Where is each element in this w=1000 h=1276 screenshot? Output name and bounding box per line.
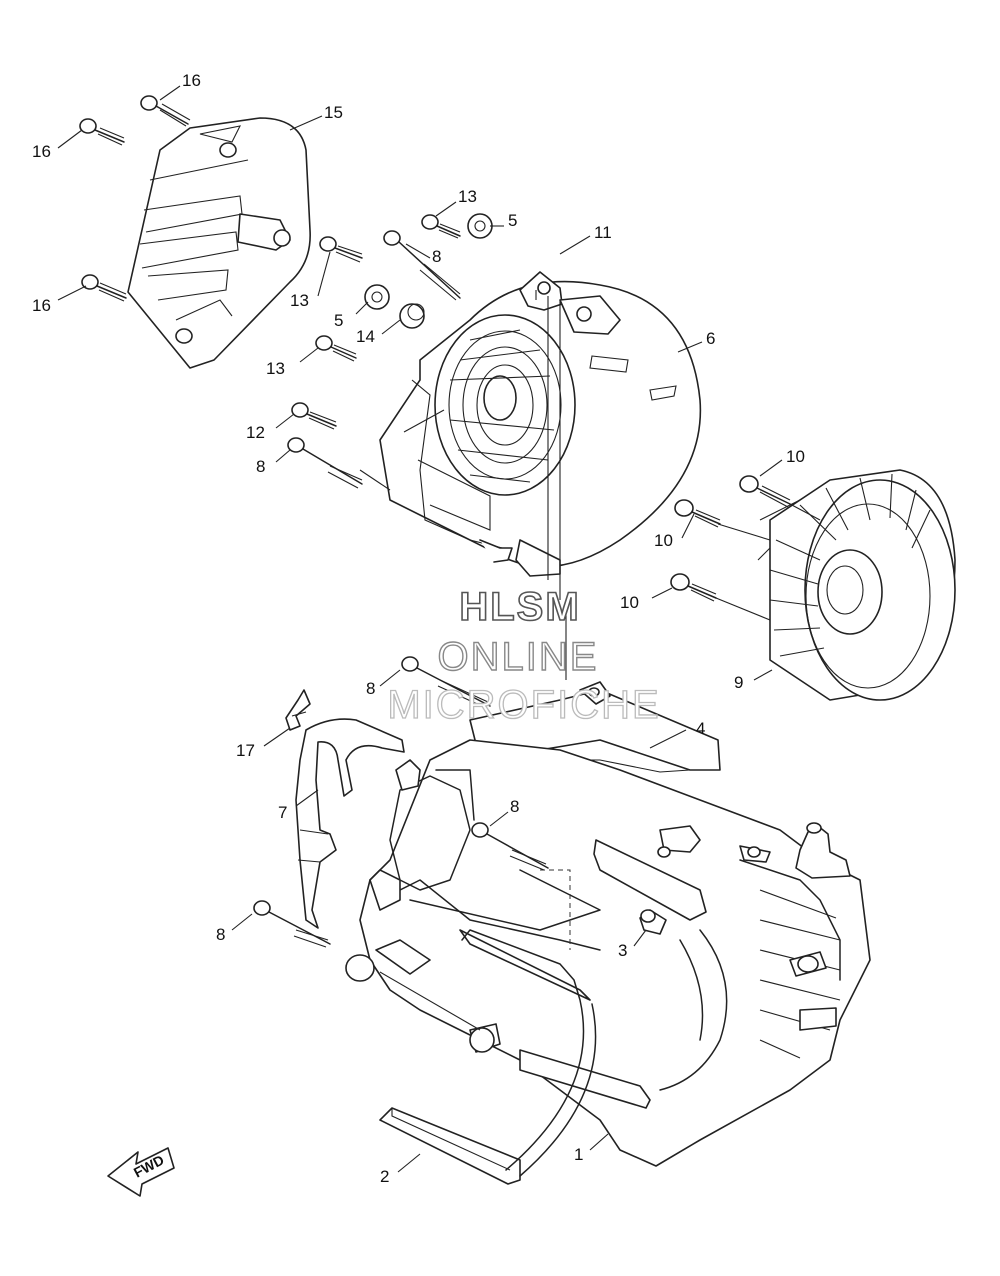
bolt-part-16-top: [140, 95, 191, 127]
callout-1: 1: [574, 1145, 583, 1164]
bolt-part-13-top: [421, 214, 461, 239]
watermark-line-3: MICROFICHE: [387, 683, 660, 727]
bolt-part-13-low: [315, 335, 357, 362]
bolt-part-16-bottom: [81, 274, 127, 302]
bolt-part-10-bottom: [670, 573, 717, 602]
callout-16: 16: [32, 296, 51, 315]
callout-labels: 16 16 16 15 13 5 11 8 13 5 14 6 13 12 8 …: [32, 71, 805, 1186]
watermark-line-1: HLSM: [459, 585, 580, 629]
callout-16: 16: [32, 142, 51, 161]
callout-8: 8: [366, 679, 375, 698]
callout-13: 13: [266, 359, 285, 378]
callout-13: 13: [290, 291, 309, 310]
callout-8: 8: [432, 247, 441, 266]
bolt-part-12: [291, 402, 337, 430]
callout-5: 5: [334, 311, 343, 330]
callout-9: 9: [734, 673, 743, 692]
bolt-part-10-middle: [674, 499, 721, 528]
callout-10: 10: [654, 531, 673, 550]
crankcase-part-1: [345, 739, 871, 1167]
callout-2: 2: [380, 1167, 389, 1186]
gasket-part-7: [295, 718, 405, 929]
shroud-cover-part-15: [127, 117, 311, 369]
callout-15: 15: [324, 103, 343, 122]
bolt-part-8-lower-middle: [471, 822, 549, 871]
callout-5: 5: [508, 211, 517, 230]
callout-14: 14: [356, 327, 375, 346]
fan-shroud-part-6: [379, 280, 702, 577]
gasket-part-2: [379, 1107, 521, 1185]
leader-lines: [57, 85, 783, 1173]
callout-17: 17: [236, 741, 255, 760]
callout-3: 3: [618, 941, 627, 960]
callout-11: 11: [594, 223, 612, 242]
collar-part-5-top: [467, 213, 493, 239]
gasket-part-2-frame: [461, 929, 597, 1177]
callout-8: 8: [510, 797, 519, 816]
callout-12: 12: [246, 423, 265, 442]
watermark-line-2: ONLINE: [438, 635, 599, 679]
callout-16: 16: [182, 71, 201, 90]
collar-part-5-mid: [364, 284, 390, 310]
bolt-part-8-lower-left: [253, 900, 331, 948]
callout-13: 13: [458, 187, 477, 206]
clip-part-17: [285, 689, 311, 731]
watermark: HLSM ONLINE MICROFICHE: [387, 584, 660, 727]
bolt-part-10-top: [739, 475, 791, 508]
grommet-part-14: [399, 303, 425, 329]
callout-10: 10: [620, 593, 639, 612]
callout-10: 10: [786, 447, 805, 466]
bracket-part-11: [519, 271, 621, 335]
callout-4: 4: [696, 719, 705, 738]
bolt-part-13-mid: [319, 236, 363, 263]
bolt-part-16-middle: [79, 118, 125, 146]
bolt-part-8-top: [383, 230, 461, 301]
dowel-part-3: [639, 909, 667, 935]
forward-direction-arrow: FWD: [107, 1147, 175, 1197]
cooling-fan-part-9: [757, 469, 956, 701]
callout-8: 8: [256, 457, 265, 476]
bolt-part-8-left: [287, 437, 363, 489]
callout-6: 6: [706, 329, 715, 348]
callout-7: 7: [278, 803, 287, 822]
callout-8: 8: [216, 925, 225, 944]
bolt-part-8-lower-top: [401, 656, 491, 709]
